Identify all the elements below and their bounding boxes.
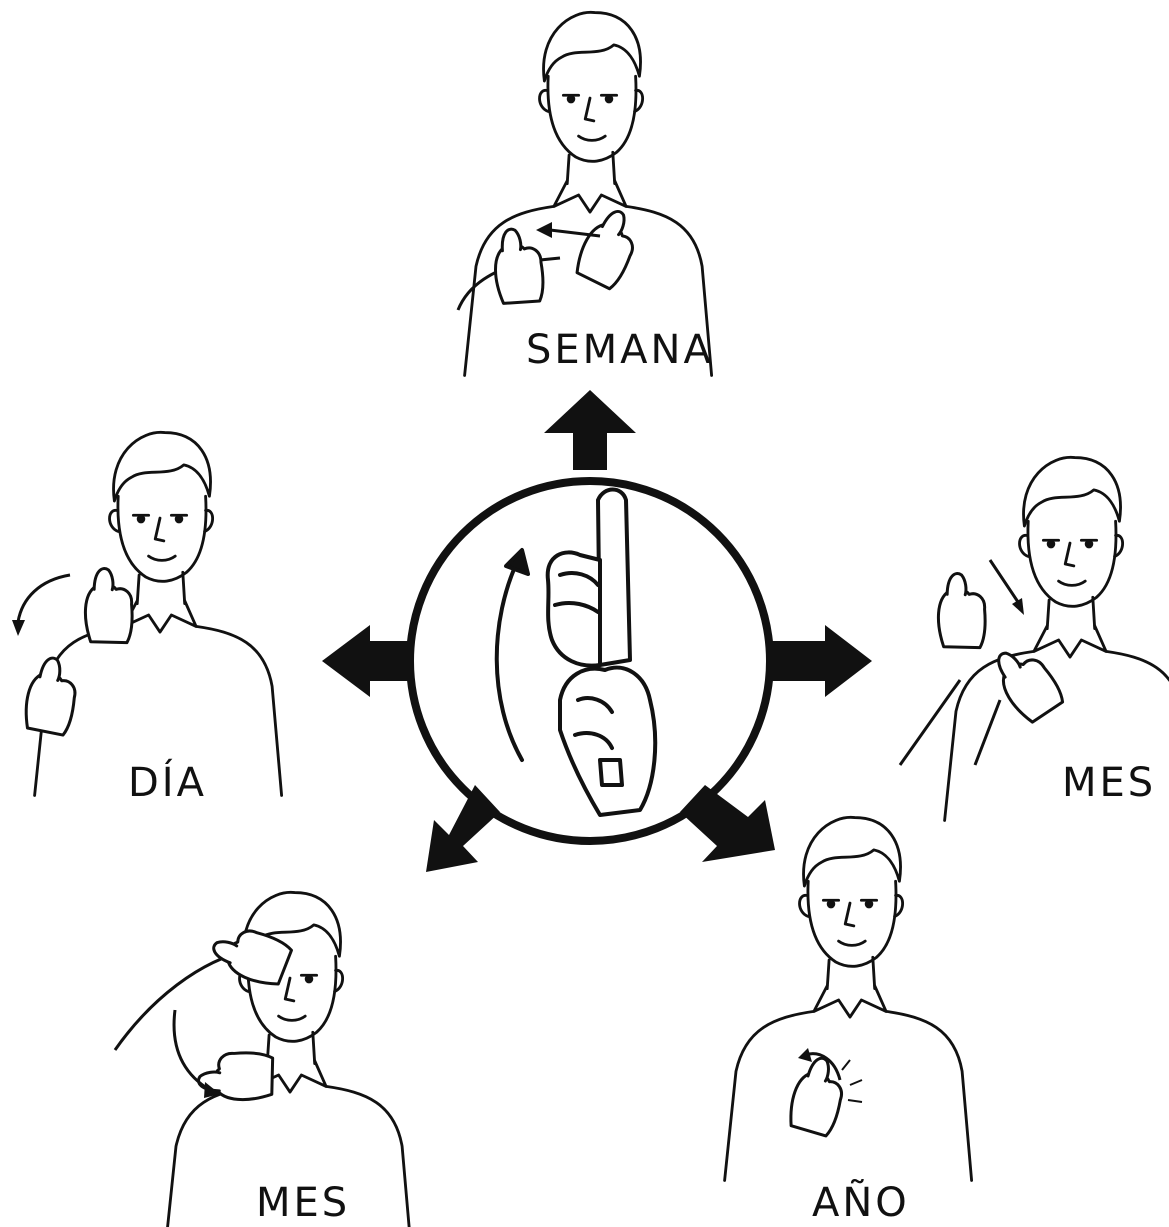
label-mes-bottom-left: MES bbox=[256, 1180, 351, 1226]
signer-figure-semana bbox=[463, 10, 714, 377]
direction-arrow-icon bbox=[322, 390, 872, 872]
label-ano: AÑO bbox=[812, 1180, 910, 1226]
ano-hands bbox=[786, 1048, 863, 1139]
dia-hands bbox=[12, 564, 137, 738]
signer-figure-ano bbox=[723, 815, 974, 1182]
semana-hands bbox=[456, 202, 645, 311]
signer-figure-mes-left bbox=[163, 890, 414, 1227]
hand-shape-index-finger-icon bbox=[494, 487, 658, 817]
mes-left-hands bbox=[113, 921, 296, 1106]
label-semana: SEMANA bbox=[526, 327, 714, 373]
signer-figure-dia bbox=[33, 430, 284, 797]
label-mes-right: MES bbox=[1062, 760, 1157, 806]
label-dia: DÍA bbox=[128, 760, 207, 806]
mes-right-hands bbox=[898, 559, 1071, 766]
